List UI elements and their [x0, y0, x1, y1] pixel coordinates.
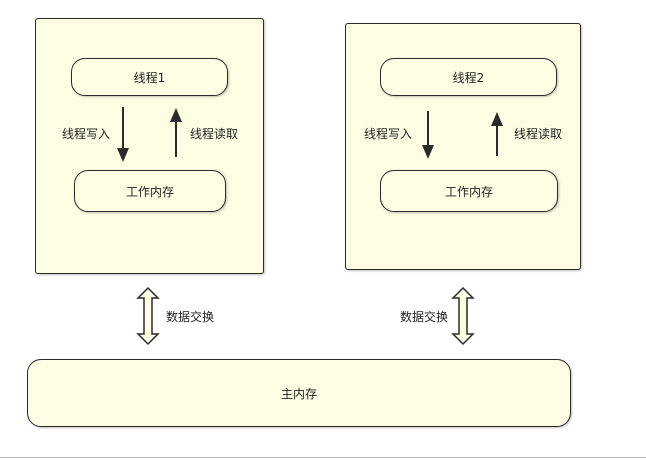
thread-2-title: 线程2	[452, 70, 485, 85]
thread-1-read-label: 线程读取	[190, 127, 239, 141]
exchange-arrow-2	[451, 286, 475, 346]
main-memory-label: 主内存	[280, 386, 317, 401]
thread-1-working-memory: 工作内存	[74, 170, 226, 212]
thread-1-write-label: 线程写入	[62, 127, 111, 141]
bottom-divider	[0, 457, 646, 458]
thread-1-read-arrow	[170, 108, 182, 157]
exchange-arrow-1	[136, 286, 160, 346]
thread-1-working-memory-label: 工作内存	[125, 184, 174, 199]
thread-1-title: 线程1	[133, 70, 166, 85]
thread-2-box: 线程2	[380, 58, 557, 96]
thread-2-write-arrow	[422, 111, 434, 159]
thread-2-write-label: 线程写入	[364, 127, 413, 141]
main-memory-box: 主内存	[27, 359, 571, 427]
thread-1-box: 线程1	[71, 58, 228, 96]
exchange-label-1: 数据交换	[166, 310, 215, 324]
thread-2-working-memory: 工作内存	[380, 170, 558, 212]
exchange-label-2: 数据交换	[400, 310, 449, 324]
thread-2-working-memory-label: 工作内存	[444, 184, 493, 199]
thread-2-read-label: 线程读取	[514, 127, 563, 141]
thread-2-read-arrow	[491, 112, 503, 156]
thread-1-write-arrow	[117, 107, 129, 162]
